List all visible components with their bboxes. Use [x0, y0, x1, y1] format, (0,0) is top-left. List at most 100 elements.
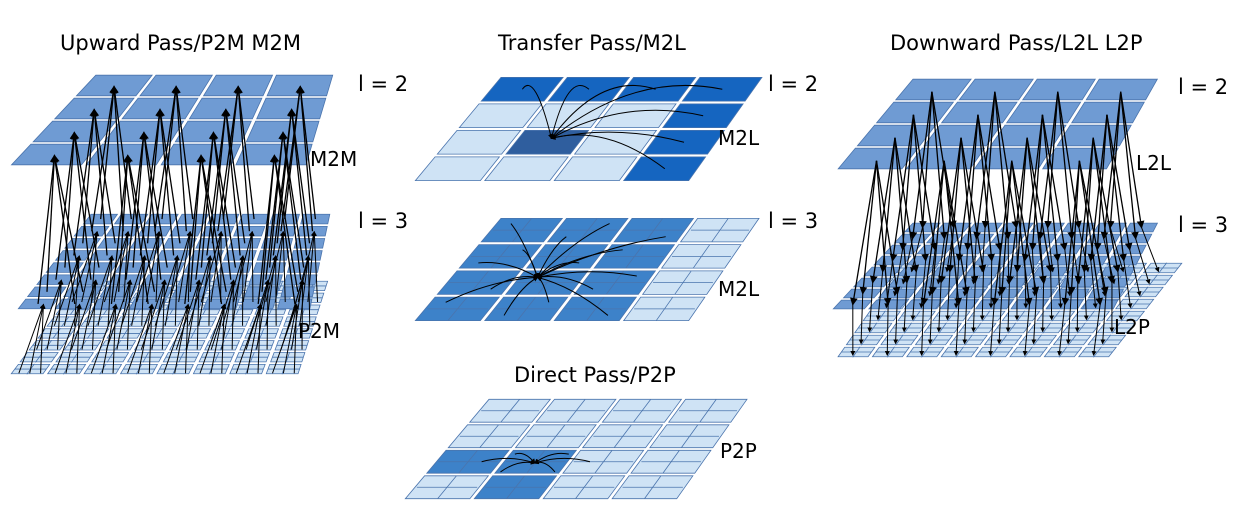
- l2p-arrow: [1031, 293, 1038, 345]
- l2p-arrow: [919, 304, 925, 357]
- p2m-arrow: [168, 230, 192, 303]
- p2m-arrow: [81, 279, 98, 350]
- l2p-arrow: [893, 249, 904, 297]
- l2p-arrow: [1071, 238, 1081, 285]
- l2l-arrow: [928, 160, 945, 295]
- direct-panel: Direct Pass/P2P P2P: [404, 363, 757, 500]
- m2l-arrow: [549, 84, 590, 140]
- m2m-arrow: [111, 85, 132, 220]
- m2m-arrow: [37, 154, 58, 305]
- m2m-arrow: [235, 85, 255, 220]
- m2m-arrow: [234, 85, 251, 232]
- p2m-arrow: [107, 255, 115, 326]
- l2l-arrow: [1021, 114, 1044, 262]
- l2l-arrow: [994, 91, 1012, 240]
- p2m-arrow: [164, 255, 180, 326]
- p2m-arrow: [221, 303, 227, 374]
- l2l-arrow: [943, 160, 963, 306]
- p2m-arrow: [188, 255, 212, 326]
- m2m-arrow: [100, 85, 118, 220]
- l2l-arrow: [1092, 137, 1116, 284]
- p2m-arrow: [161, 279, 168, 350]
- upward-level3-cell: [54, 250, 93, 261]
- l2p-arrow: [1141, 227, 1160, 273]
- l2p-arrow: [1031, 249, 1038, 297]
- m2l-arrow: [521, 84, 553, 140]
- upward-level3-cell: [122, 250, 159, 261]
- l2l-arrow: [1026, 137, 1047, 284]
- l2l-arrow: [859, 160, 878, 295]
- m2m-arrow: [90, 108, 108, 256]
- p2m-arrow: [273, 255, 279, 326]
- m2m-arrow: [217, 85, 242, 232]
- l2l-arrow: [1078, 160, 1109, 295]
- l2l-arrow: [1067, 160, 1081, 295]
- m2l-arrow-l3: [445, 275, 539, 303]
- transfer-arrows: [445, 84, 723, 316]
- m2m-arrow: [288, 108, 308, 256]
- l2l-arrow: [875, 160, 901, 295]
- m2m-arrow: [140, 131, 162, 280]
- m2m-arrow: [157, 108, 181, 244]
- l2l-arrow: [850, 160, 878, 306]
- l2l-arrow: [1074, 137, 1094, 284]
- l2p-arrow: [1090, 260, 1098, 309]
- p2m-arrow: [293, 303, 300, 374]
- l2p-arrow: [945, 227, 955, 273]
- p2m-arrow: [151, 279, 167, 350]
- p2m-arrow: [65, 303, 82, 374]
- p2m-arrow: [90, 303, 117, 374]
- p2m-arrow: [71, 279, 97, 350]
- l2p-arrow: [910, 271, 917, 321]
- l2p-arrow: [1065, 293, 1072, 345]
- p2m-arrow: [231, 279, 237, 350]
- l2l-arrow: [1061, 160, 1081, 306]
- l2p-arrow: [1074, 282, 1080, 333]
- l2l-arrow: [1036, 91, 1059, 240]
- transfer-level-top: l = 2: [768, 72, 818, 96]
- m2m-arrow: [91, 85, 117, 232]
- m2m-arrow: [46, 154, 58, 292]
- p2m-arrow: [198, 255, 212, 326]
- p2m-arrow: [136, 230, 161, 303]
- l2p-arrow: [996, 293, 1003, 345]
- l2p-arrow: [919, 260, 927, 309]
- l2p-arrow: [927, 249, 936, 297]
- p2m-arrow: [116, 279, 132, 350]
- l2l-arrow: [894, 137, 920, 273]
- downward-arrows: [850, 91, 1160, 357]
- l2p-arrow: [962, 293, 968, 345]
- p2m-arrow: [272, 303, 298, 374]
- p2m-arrow: [141, 255, 147, 326]
- direct-grids: [404, 398, 748, 500]
- p2m-arrow: [105, 279, 132, 350]
- p2m-arrow: [305, 255, 311, 326]
- downward-level2-cell: [875, 101, 955, 124]
- p2m-arrow: [257, 303, 263, 374]
- l2l-arrow: [1041, 114, 1068, 251]
- m2l-arrow-l3: [536, 236, 567, 279]
- p2m-arrow: [131, 255, 147, 326]
- l2p-arrow: [1005, 282, 1011, 333]
- m2m-arrow: [222, 108, 241, 256]
- m2m-arrow: [198, 154, 223, 305]
- l2l-arrow: [946, 137, 962, 273]
- p2m-arrow: [155, 230, 162, 303]
- transfer-level-bottom: l = 3: [768, 209, 818, 233]
- l2p-arrow: [1040, 282, 1046, 333]
- l2p-arrow: [971, 238, 977, 285]
- p2m-arrow: [231, 255, 245, 326]
- downward-level2-cell: [1085, 78, 1159, 101]
- l2l-arrow: [1106, 114, 1133, 251]
- l2l-arrow: [1041, 114, 1061, 262]
- m2l-arrow-l3: [536, 236, 666, 278]
- transfer-title: Transfer Pass/M2L: [497, 31, 686, 55]
- downward-level-bottom: l = 3: [1178, 213, 1228, 237]
- l2l-arrow: [977, 114, 1003, 251]
- p2m-arrow: [126, 279, 133, 350]
- m2m-arrow: [265, 131, 287, 280]
- l2l-arrow: [1120, 91, 1139, 240]
- m2l-arrow: [550, 84, 723, 139]
- downward-title: Downward Pass/L2L L2P: [890, 31, 1143, 55]
- p2m-arrow: [57, 279, 64, 350]
